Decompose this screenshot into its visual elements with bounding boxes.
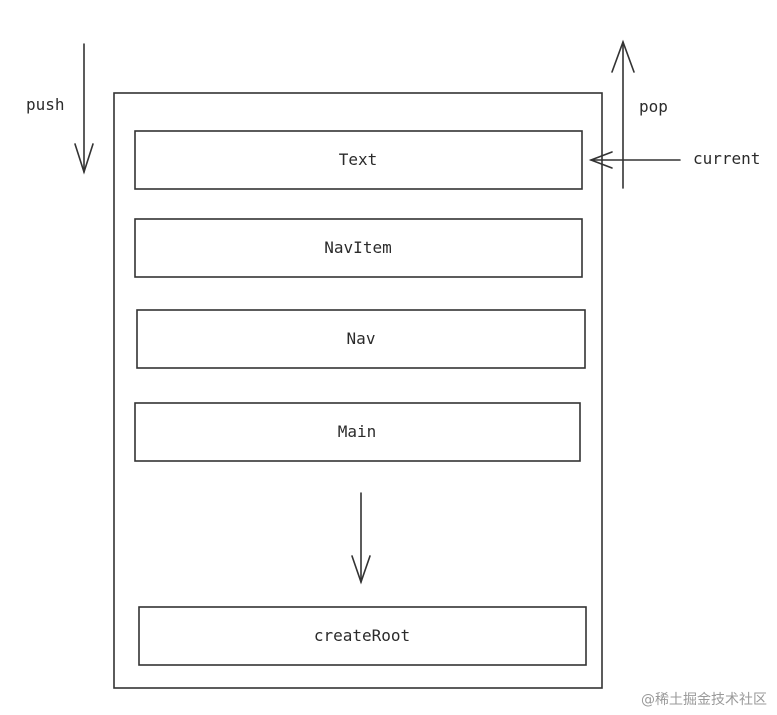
frame-label-navitem: NavItem [324, 238, 392, 257]
frame-box-text [134, 130, 583, 190]
frame-box-main [134, 402, 581, 462]
stack-container [113, 92, 603, 689]
frame-box-nav [136, 309, 586, 369]
frame-box-createroot [138, 606, 587, 666]
frame-label-main: Main [337, 422, 377, 441]
current-label: current [693, 149, 761, 168]
down-arrow-icon [351, 492, 371, 585]
pop-arrow-icon [611, 39, 635, 189]
watermark-text: @稀土掘金技术社区 [641, 692, 767, 708]
frame-box-navitem [134, 218, 583, 278]
pop-label: pop [639, 97, 668, 116]
push-label: push [26, 95, 65, 114]
frame-label-text: Text [338, 150, 378, 169]
frame-label-nav: Nav [346, 329, 376, 348]
push-arrow-icon [74, 43, 94, 175]
current-arrow-icon [588, 151, 681, 169]
frame-label-createroot: createRoot [313, 626, 411, 645]
